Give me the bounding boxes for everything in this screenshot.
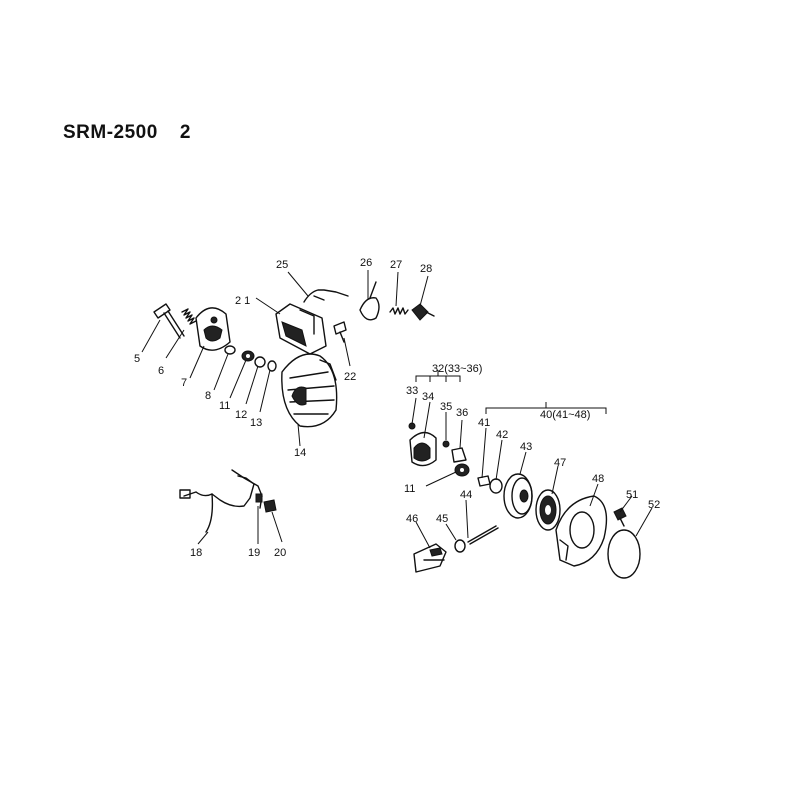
- label-13: 13: [250, 417, 262, 429]
- part-28-terminal: [411, 303, 435, 321]
- label-47: 47: [554, 457, 566, 469]
- part-43-pulley: [503, 473, 533, 519]
- part-45-grip-insert: [454, 539, 466, 553]
- label-22: 22: [344, 371, 356, 383]
- label-42: 42: [496, 429, 508, 441]
- label-45: 45: [436, 513, 448, 525]
- label-11: 11: [219, 400, 230, 412]
- part-14-flywheel: [281, 353, 338, 428]
- part-36-pawl: [451, 447, 467, 463]
- part-11-nut: [241, 350, 255, 362]
- label-48: 48: [592, 473, 604, 485]
- label-25: 25: [276, 259, 288, 271]
- label-8: 8: [205, 390, 211, 402]
- label-12: 12: [235, 409, 247, 421]
- part-21-ignition-coil: [275, 303, 327, 355]
- label-40: 40(41~48): [540, 409, 590, 421]
- model-number: SRM-2500: [63, 122, 158, 143]
- part-47-recoil-spring: [535, 489, 561, 531]
- label-7: 7: [181, 377, 187, 389]
- part-51-bolt: [613, 507, 627, 527]
- label-14: 14: [294, 447, 306, 459]
- label-18: 18: [190, 547, 202, 559]
- page-number: 2: [179, 122, 191, 143]
- part-11b-nut: [454, 463, 470, 477]
- part-labels: 5 6 7 8 11 12 13 14 2 1 22 25 26 27 28 3…: [134, 257, 660, 559]
- part-25-wire: [303, 289, 349, 303]
- label-5: 5: [134, 353, 140, 365]
- part-8-washer: [224, 345, 236, 355]
- label-11b: 11: [404, 483, 415, 495]
- label-27: 27: [390, 259, 402, 271]
- label-43: 43: [520, 441, 532, 453]
- label-6: 6: [158, 365, 164, 377]
- part-46-starter-handle: [413, 543, 447, 573]
- label-21: 2 1: [235, 295, 250, 307]
- part-41-screw: [477, 475, 491, 487]
- label-51: 51: [626, 489, 638, 501]
- label-34: 34: [422, 391, 434, 403]
- label-26: 26: [360, 257, 372, 269]
- label-35: 35: [440, 401, 452, 413]
- label-41: 41: [478, 417, 490, 429]
- label-33: 33: [406, 385, 418, 397]
- part-7-clutch-shoe: [195, 307, 231, 351]
- part-20-grommet: [263, 499, 277, 513]
- label-44: 44: [460, 489, 472, 501]
- label-46: 46: [406, 513, 418, 525]
- part-13-washer: [267, 360, 277, 372]
- part-26-plug-cap: [359, 281, 380, 321]
- bracket-32: [415, 370, 461, 382]
- label-36: 36: [456, 407, 468, 419]
- part-19-connector: [231, 469, 263, 509]
- part-52-seal: [607, 529, 641, 579]
- label-20: 20: [274, 547, 286, 559]
- part-42-washer: [489, 478, 503, 494]
- diagram-title: SRM-2500 2: [63, 122, 191, 144]
- label-19: 19: [248, 547, 260, 559]
- part-22-screw: [333, 321, 347, 343]
- part-27-spring: [389, 307, 409, 315]
- label-52: 52: [648, 499, 660, 511]
- part-35-pin: [442, 440, 450, 448]
- part-44-rope: [467, 525, 499, 545]
- part-18-ignition-wire: [179, 475, 255, 533]
- leader-lines: [141, 270, 653, 549]
- part-34-ratchet: [409, 431, 437, 467]
- bracket-40: [485, 402, 607, 414]
- part-5-bolt: [153, 303, 185, 339]
- part-6-spring: [181, 308, 197, 325]
- label-28: 28: [420, 263, 432, 275]
- part-12-washer: [254, 356, 266, 368]
- part-48-starter-case: [555, 495, 608, 567]
- label-32: 32(33~36): [432, 363, 482, 375]
